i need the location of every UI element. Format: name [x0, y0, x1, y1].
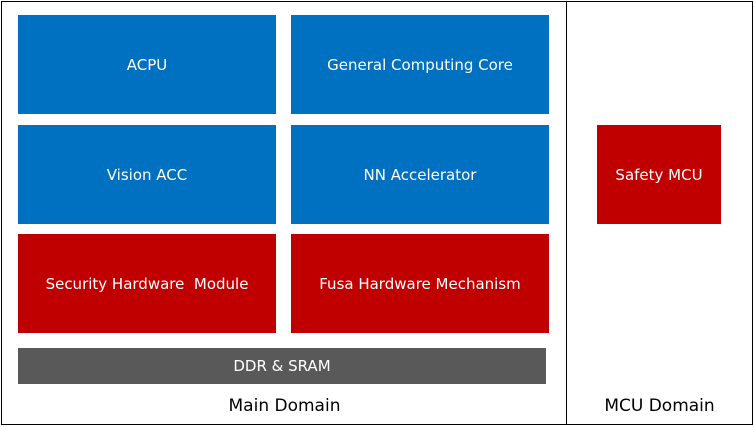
nn-accelerator-block: NN Accelerator — [291, 125, 549, 224]
general-computing-core-block: General Computing Core — [291, 15, 549, 114]
safety-mcu-block: Safety MCU — [597, 125, 721, 224]
security-hardware-module-block: Security Hardware Module — [18, 234, 276, 333]
mcu-domain-label: MCU Domain — [604, 396, 715, 416]
vision-acc-block: Vision ACC — [18, 125, 276, 224]
acpu-block: ACPU — [18, 15, 276, 114]
fusa-hardware-mechanism-block: Fusa Hardware Mechanism — [291, 234, 549, 333]
main-domain-label: Main Domain — [228, 396, 341, 416]
ddr-sram-block: DDR & SRAM — [18, 348, 546, 384]
